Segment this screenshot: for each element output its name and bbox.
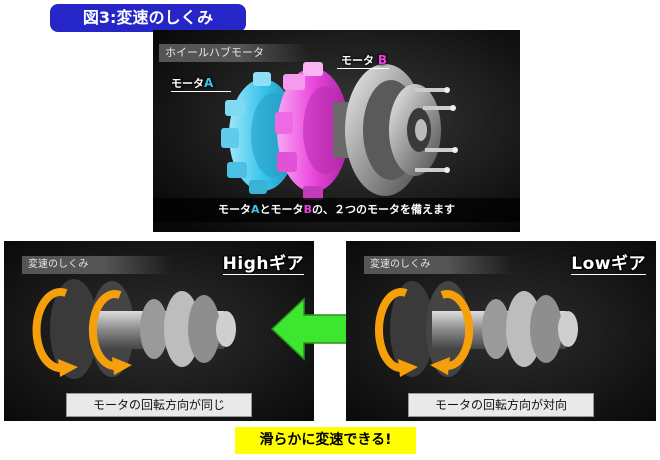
rotation-arrow-b-reverse-icon [430,290,474,375]
caption-part1: モータ [218,203,252,216]
motor-a-label: モータA [171,75,231,92]
rotation-arrow-b-icon [88,290,132,375]
hub-motor-caption: モータAとモータBの、２つのモータを備えます [153,198,520,222]
high-gear-title: Highギア [222,249,305,275]
caption-part3: の、２つのモータを備えます [311,203,455,216]
low-gear-direction-caption: モータの回転方向が対向 [408,393,594,417]
motor-b-label: モータ B [337,52,389,69]
caption-b: B [303,203,312,216]
high-gear-tag: 変速のしくみ [22,256,172,274]
high-gear-panel: 変速のしくみ Highギア モータの回転方向が同じ [4,241,314,421]
motor-b-leader-line [337,68,389,69]
motor-a-leader-line [171,91,231,92]
rotation-arrow-a-icon [375,288,418,377]
hub-motor-tag: ホイールハブモータ [159,44,309,62]
figure-title: 図3:変速のしくみ [50,4,246,32]
rotation-arrow-a-icon [32,288,78,377]
motor-a-label-accent: A [204,76,214,90]
motor-b-label-text: モータ [341,54,378,67]
caption-a: A [251,203,260,216]
motor-a-label-text: モータ [171,77,204,90]
caption-part2: とモータ [259,203,304,216]
low-gear-panel: 変速のしくみ Lowギア モータの回転方向が対向 [346,241,656,421]
smooth-shift-caption: 滑らかに変速できる! [235,427,416,454]
hub-motor-panel: ホイールハブモータ モータA モータ B モータAとモータBの、２つのモータを備… [153,30,520,232]
low-gear-title: Lowギア [571,249,646,275]
motor-b-label-accent: B [377,53,387,67]
low-gear-tag: 変速のしくみ [364,256,514,274]
hub-assembly [333,64,458,196]
high-gear-direction-caption: モータの回転方向が同じ [66,393,252,417]
